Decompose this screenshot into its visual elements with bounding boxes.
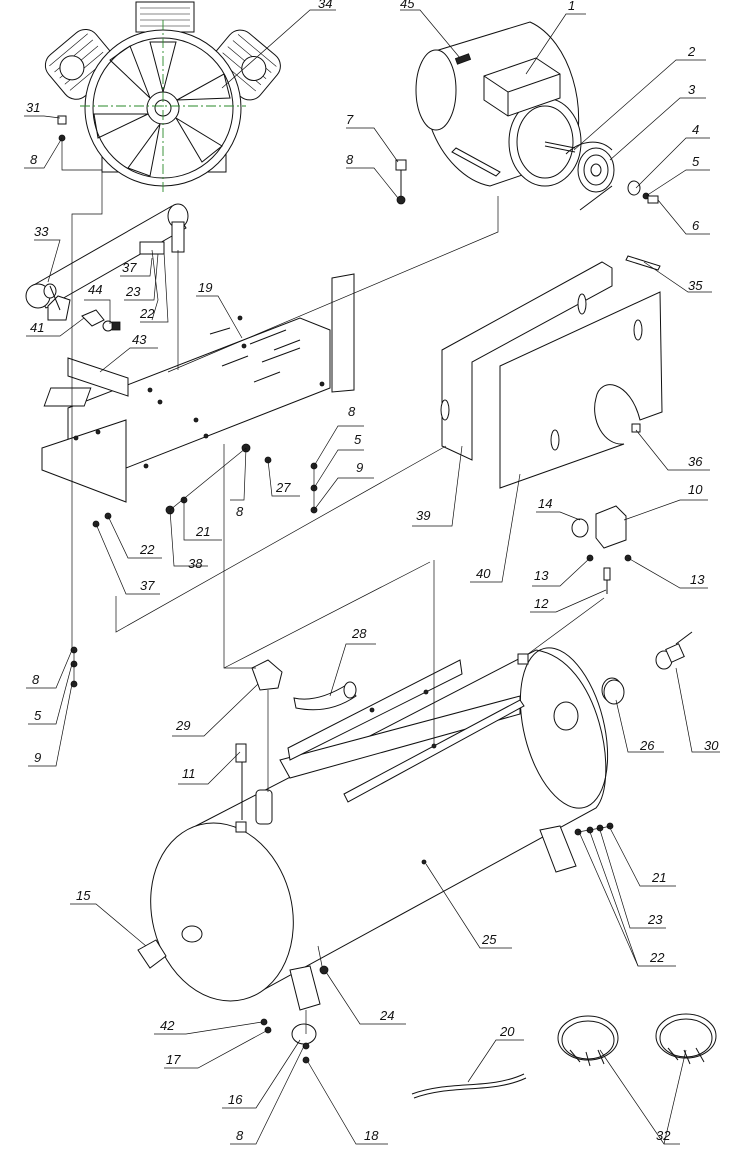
- callout-42: 42: [160, 1018, 175, 1033]
- strip-35: [625, 255, 661, 271]
- callout-23-lower-right: 23: [647, 912, 663, 927]
- callout-39: 39: [416, 508, 430, 523]
- callout-1: 1: [568, 0, 575, 13]
- callout-11: 11: [182, 766, 196, 781]
- electric-motor: [415, 21, 582, 187]
- callout-5: 5: [692, 154, 700, 169]
- callout-6: 6: [692, 218, 700, 233]
- callout-23-top: 23: [125, 284, 141, 299]
- washer-4: [627, 180, 641, 196]
- callout-30: 30: [704, 738, 719, 753]
- callout-8-motor: 8: [346, 152, 354, 167]
- callout-19: 19: [198, 280, 212, 295]
- callout-31: 31: [26, 100, 40, 115]
- plug-15: [137, 939, 167, 969]
- intake-manifold: [25, 203, 189, 321]
- callout-8-bottom: 8: [236, 1128, 244, 1143]
- callout-8-pump: 8: [30, 152, 38, 167]
- bolt-6: [647, 195, 659, 204]
- callout-8-lower-left: 8: [32, 672, 40, 687]
- callout-26: 26: [639, 738, 655, 753]
- pressure-switch: [571, 505, 632, 594]
- part-11-nut: [235, 821, 247, 833]
- callout-24: 24: [379, 1008, 394, 1023]
- callout-20: 20: [499, 1024, 515, 1039]
- callout-10: 10: [688, 482, 703, 497]
- callout-29: 29: [175, 718, 190, 733]
- callout-32: 32: [656, 1128, 671, 1143]
- callout-14: 14: [538, 496, 552, 511]
- rubber-foot-16: [291, 1023, 317, 1045]
- valve-30: [655, 631, 693, 670]
- compressor-pump: [44, 1, 281, 192]
- assembly-lines: [61, 140, 613, 1034]
- callout-labels: 1 2 3 4 5 6 7 8 31 8 33 34 45 37 23 22 4…: [26, 0, 719, 1143]
- callout-36: 36: [688, 454, 703, 469]
- callout-8-right: 8: [348, 404, 356, 419]
- belt-guard-front: [440, 261, 613, 461]
- callout-5-lower-left: 5: [34, 708, 42, 723]
- callout-33: 33: [34, 224, 49, 239]
- callout-28: 28: [351, 626, 367, 641]
- callout-9-lower-left: 9: [34, 750, 41, 765]
- callout-3: 3: [688, 82, 696, 97]
- callout-22-top: 22: [139, 306, 155, 321]
- callout-5-right: 5: [354, 432, 362, 447]
- callout-34: 34: [318, 0, 332, 11]
- callout-16: 16: [228, 1092, 243, 1107]
- callout-7: 7: [346, 112, 354, 127]
- callout-40: 40: [476, 566, 491, 581]
- callout-27: 27: [275, 480, 291, 495]
- callout-15: 15: [76, 888, 91, 903]
- screw-31: [57, 115, 67, 125]
- belt-guard-back: [499, 291, 663, 489]
- callout-12: 12: [534, 596, 549, 611]
- callout-38: 38: [188, 556, 203, 571]
- fitting-44: [81, 309, 121, 332]
- part-11: [235, 743, 247, 763]
- base-plate: [41, 273, 355, 503]
- cable-20: [411, 1073, 525, 1095]
- callout-4: 4: [692, 122, 699, 137]
- washer-8-motor: [396, 195, 406, 205]
- callout-44: 44: [88, 282, 102, 297]
- callout-37-middle: 37: [140, 578, 155, 593]
- callout-9-right: 9: [356, 460, 363, 475]
- callout-37-top: 37: [122, 260, 137, 275]
- callout-17: 17: [166, 1052, 181, 1067]
- callout-21-middle: 21: [195, 524, 210, 539]
- callout-leaders: [24, 9, 720, 1145]
- check-valve-hose: [251, 659, 357, 711]
- callout-8-middle: 8: [236, 504, 244, 519]
- nipple: [255, 789, 273, 825]
- callout-2: 2: [687, 44, 696, 59]
- callout-18: 18: [364, 1128, 379, 1143]
- receiver-tank: [150, 647, 623, 1011]
- callout-41: 41: [30, 320, 44, 335]
- callout-25: 25: [481, 932, 497, 947]
- callout-22-lower-right: 22: [649, 950, 665, 965]
- callout-13-left: 13: [534, 568, 549, 583]
- callout-43: 43: [132, 332, 147, 347]
- motor-pulley: [565, 141, 615, 211]
- callout-21-lower-right: 21: [651, 870, 666, 885]
- coiled-cables-32: [557, 1013, 717, 1067]
- callout-22-middle: 22: [139, 542, 155, 557]
- callout-45: 45: [400, 0, 415, 11]
- part-26: [603, 679, 625, 705]
- callout-35: 35: [688, 278, 703, 293]
- callout-13-right: 13: [690, 572, 705, 587]
